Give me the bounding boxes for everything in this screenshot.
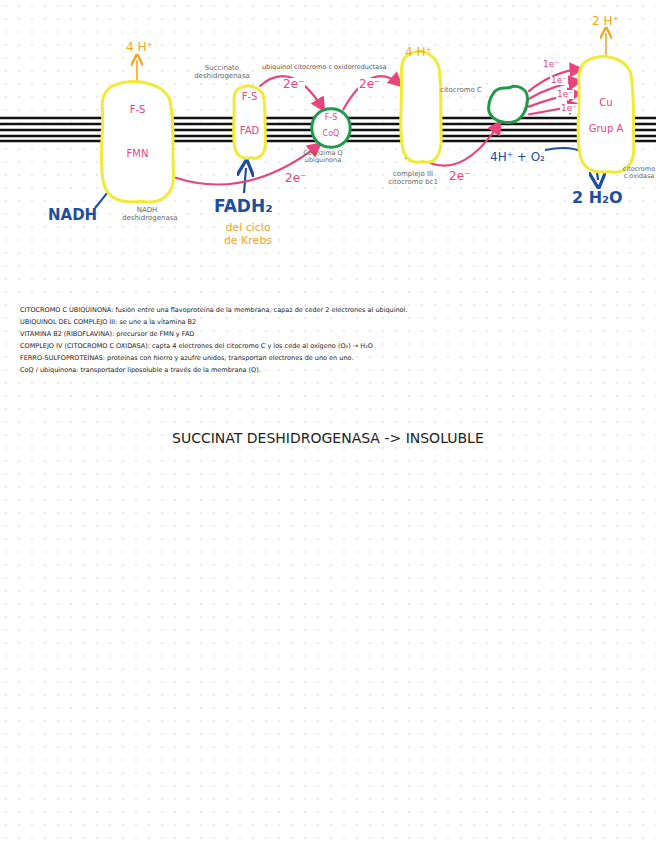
proton-label: 4 H⁺: [126, 40, 153, 54]
water-label: 2 H₂O: [572, 188, 623, 207]
node-text: Grup A: [577, 123, 635, 134]
note-line: COMPLEJO IV (CITOCROMO C OXIDASA): capta…: [20, 342, 373, 350]
node-text: FAD: [233, 125, 266, 136]
complex-name: citocromo c oxidasa: [622, 166, 656, 181]
coenzyme-q: F-S CoQ: [311, 108, 351, 148]
electron-label: 1e⁻: [556, 90, 574, 99]
node-text: Cu: [577, 97, 635, 108]
electron-label: 1e⁻: [560, 104, 578, 113]
proton-label: 4 H⁺: [405, 45, 432, 59]
complex-one: F-S FMN: [100, 80, 175, 205]
complex-name: ubiquinol citocromo c oxidorreductasa: [262, 63, 386, 71]
enzyme-name: Succinato deshidrogenasa: [192, 64, 252, 80]
outline: [487, 86, 529, 124]
electron-label: 2e⁻: [358, 78, 381, 90]
enzyme-name: NADH deshidrogenasa: [122, 206, 172, 222]
electron-label: 1e⁻: [542, 60, 560, 69]
nadh-label: NADH: [48, 206, 97, 224]
fadh2-label: FADH₂: [214, 196, 273, 216]
cytochrome-c: citocromo C: [487, 86, 529, 124]
outline: [100, 80, 175, 205]
complex-two: F-S FAD: [233, 85, 266, 160]
electron-arrow: [343, 76, 400, 110]
electron-arrow: [528, 69, 580, 91]
node-text: F-S: [100, 104, 175, 115]
node-text: CoQ: [311, 129, 351, 138]
node-text: F-S: [233, 91, 266, 102]
coq-caption: Coenzima Q ubiquinona: [296, 150, 350, 165]
electron-label: 2e⁻: [284, 172, 307, 184]
complex-four: CuGrup A: [577, 55, 635, 175]
note-line: FERRO-SULFOPROTEÍNAS: proteínas con hier…: [20, 354, 353, 362]
heading-note: SUCCINAT DESHIDROGENASA -> INSOLUBLE: [172, 430, 484, 446]
oxygen-label: 4H⁺ + O₂: [490, 150, 545, 164]
node-text: F-S: [311, 113, 351, 122]
proton-label: 2 H⁺: [592, 14, 619, 28]
complex-three: complejo III citocromo bc1: [400, 50, 442, 165]
electron-label: 2e⁻: [448, 170, 471, 182]
electron-arrow: [259, 76, 323, 109]
outline: [577, 55, 635, 175]
electron-label: 2e⁻: [282, 78, 305, 90]
note-line: UBIQUINOL DEL COMPLEJO III: se une a la …: [20, 318, 196, 326]
note-line: CoQ / ubiquinona: transportador liposolu…: [20, 366, 261, 374]
node-text: FMN: [100, 148, 175, 159]
node-caption: complejo III citocromo bc1: [378, 170, 448, 186]
note-line: VITAMINA B2 (RIBOFLAVINA): precursor de …: [20, 330, 194, 338]
outline: [400, 50, 442, 165]
node-caption: citocromo C: [439, 86, 483, 94]
note-line: CITOCROMO C UBIQUINONA: fusión entre una…: [20, 306, 407, 314]
electron-label: 1e⁻: [550, 76, 568, 85]
source-note: del ciclo de Krebs: [218, 222, 278, 247]
